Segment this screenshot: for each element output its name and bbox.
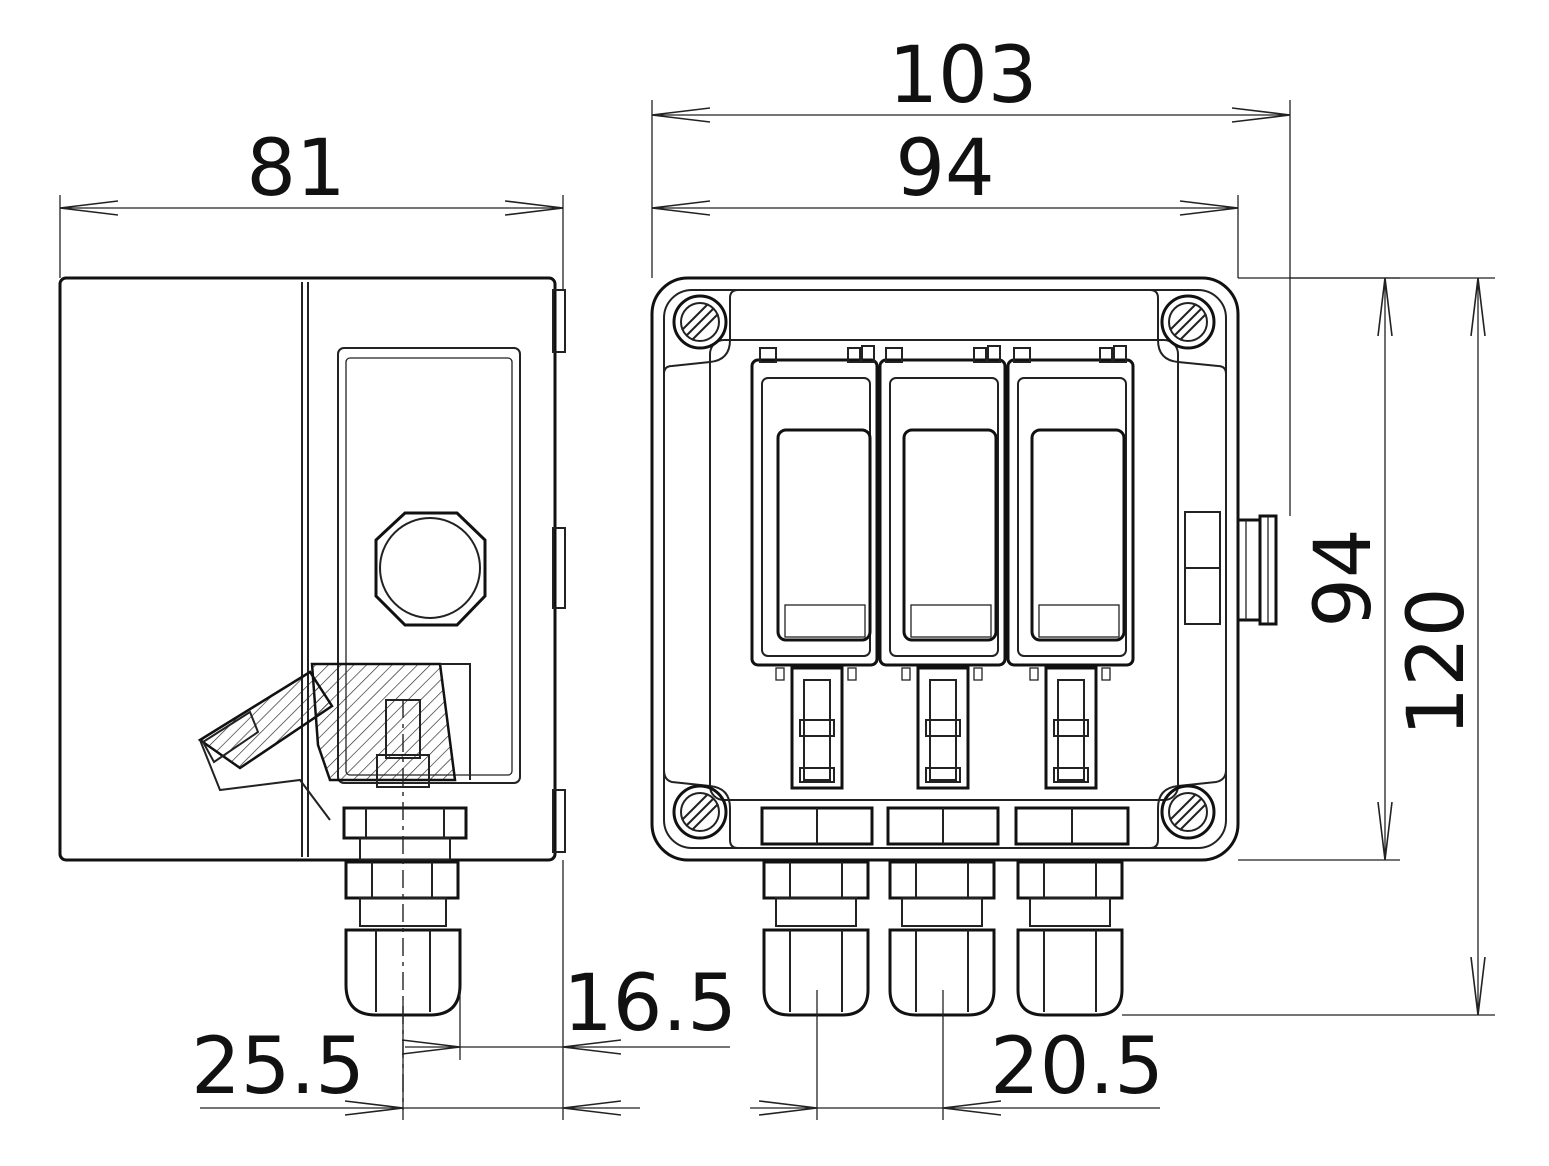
front-inner-panel xyxy=(709,339,1179,801)
label-103: 103 xyxy=(889,31,1038,121)
screw-top-left xyxy=(672,294,728,350)
section-block xyxy=(310,662,457,782)
dim-side-width: 81 xyxy=(59,124,564,290)
front-view xyxy=(650,276,1278,1017)
screw-bottom-left xyxy=(672,784,728,840)
label-94-horizontal: 94 xyxy=(895,124,994,214)
screw-top-right xyxy=(1160,294,1216,350)
dim-front-overall-width: 103 xyxy=(651,31,1291,516)
side-tab-mid xyxy=(552,527,566,609)
side-tab-bottom xyxy=(552,789,566,853)
label-81: 81 xyxy=(246,124,345,214)
side-gland-body xyxy=(344,860,460,900)
side-tab-top xyxy=(552,289,566,353)
side-body xyxy=(58,276,557,862)
label-94-vertical: 94 xyxy=(1299,528,1389,627)
dim-overall-height: 120 xyxy=(1122,277,1495,1016)
dim-gland-side: 25.5 16.5 xyxy=(191,860,737,1120)
screw-bottom-right xyxy=(1160,784,1216,840)
label-25-5: 25.5 xyxy=(191,1022,365,1112)
label-120: 120 xyxy=(1392,588,1482,737)
dim-front-body-width: 94 xyxy=(652,124,1239,278)
front-side-gland xyxy=(1184,511,1278,626)
label-16-5: 16.5 xyxy=(563,959,737,1049)
front-gland-1 xyxy=(762,860,870,1017)
side-gland-nut xyxy=(342,806,468,840)
fuse-module-3 xyxy=(1006,345,1135,790)
fuse-module-2 xyxy=(878,345,1007,790)
label-20-5: 20.5 xyxy=(990,1022,1164,1112)
front-body xyxy=(650,276,1240,862)
front-gland-3 xyxy=(1016,860,1124,1017)
side-hex-plug xyxy=(374,511,487,627)
fuse-module-1 xyxy=(750,345,879,790)
dim-body-height: 94 xyxy=(1238,277,1400,861)
front-frame xyxy=(663,289,1227,849)
terminal-strip xyxy=(760,806,1130,846)
dim-gland-pitch: 20.5 xyxy=(750,990,1164,1120)
side-view xyxy=(58,276,566,1110)
front-gland-2 xyxy=(888,860,996,1017)
section-latch xyxy=(197,670,334,770)
